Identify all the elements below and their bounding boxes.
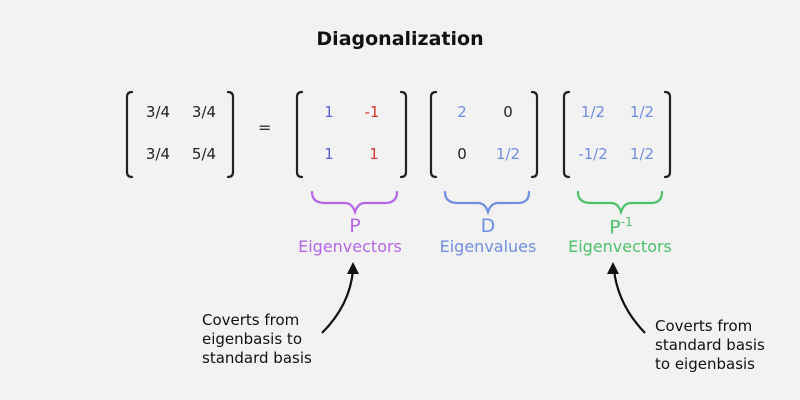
brace-P bbox=[310, 190, 399, 216]
label-D-word: Eigenvalues bbox=[439, 237, 537, 256]
matrix-P-cell: 1 bbox=[324, 145, 334, 163]
arrow-right-head bbox=[607, 262, 619, 274]
matrix-A-cell: 5/4 bbox=[191, 145, 217, 163]
bracket-left-Pinv bbox=[562, 90, 571, 179]
bracket-right-D bbox=[530, 90, 539, 179]
note-left-line: standard basis bbox=[202, 349, 312, 367]
arrow-right bbox=[612, 269, 646, 334]
matrix-D-cell: 1/2 bbox=[495, 145, 521, 163]
label-P-word: Eigenvectors bbox=[298, 237, 402, 256]
matrix-P-cell: 1 bbox=[369, 145, 379, 163]
matrix-Pinv-cell: 1/2 bbox=[629, 103, 655, 121]
bracket-left-P bbox=[295, 90, 304, 179]
bracket-left-A bbox=[125, 90, 134, 179]
bracket-left-D bbox=[429, 90, 438, 179]
matrix-A-cell: 3/4 bbox=[145, 145, 171, 163]
note-right-line: Coverts from bbox=[655, 317, 753, 335]
matrix-P-cell: 1 bbox=[324, 103, 334, 121]
matrix-D-cell: 2 bbox=[457, 103, 467, 121]
label-P-letter: P bbox=[349, 215, 361, 237]
matrix-A-cell: 3/4 bbox=[191, 103, 217, 121]
label-Pinv-base: P bbox=[609, 216, 621, 239]
brace-Pinv bbox=[576, 190, 664, 216]
note-right-line: to eigenbasis bbox=[655, 355, 755, 373]
matrix-Pinv-cell: -1/2 bbox=[578, 145, 608, 163]
note-right-line: standard basis bbox=[655, 336, 765, 354]
arrow-left bbox=[321, 269, 355, 334]
label-Pinv-word: Eigenvectors bbox=[568, 237, 672, 256]
label-D-letter: D bbox=[480, 215, 496, 237]
bracket-right-Pinv bbox=[663, 90, 672, 179]
equals-sign: = bbox=[258, 118, 272, 137]
matrix-D-cell: 0 bbox=[503, 103, 513, 121]
matrix-A-cell: 3/4 bbox=[145, 103, 171, 121]
label-Pinv-superscript: -1 bbox=[620, 215, 633, 229]
note-right: Coverts from standard basis to eigenbasi… bbox=[655, 317, 765, 374]
brace-D bbox=[443, 190, 531, 216]
matrix-Pinv-cell: 1/2 bbox=[629, 145, 655, 163]
note-left: Coverts from eigenbasis to standard basi… bbox=[202, 311, 312, 368]
bracket-right-P bbox=[399, 90, 408, 179]
matrix-P-cell: -1 bbox=[364, 103, 380, 121]
matrix-Pinv-cell: 1/2 bbox=[580, 103, 606, 121]
label-Pinv-letter: P-1 bbox=[561, 215, 681, 238]
arrow-left-head bbox=[347, 262, 359, 274]
bracket-right-A bbox=[226, 90, 235, 179]
note-left-line: eigenbasis to bbox=[202, 330, 302, 348]
page-title: Diagonalization bbox=[316, 28, 484, 50]
note-left-line: Coverts from bbox=[202, 311, 300, 329]
matrix-D-cell: 0 bbox=[457, 145, 467, 163]
